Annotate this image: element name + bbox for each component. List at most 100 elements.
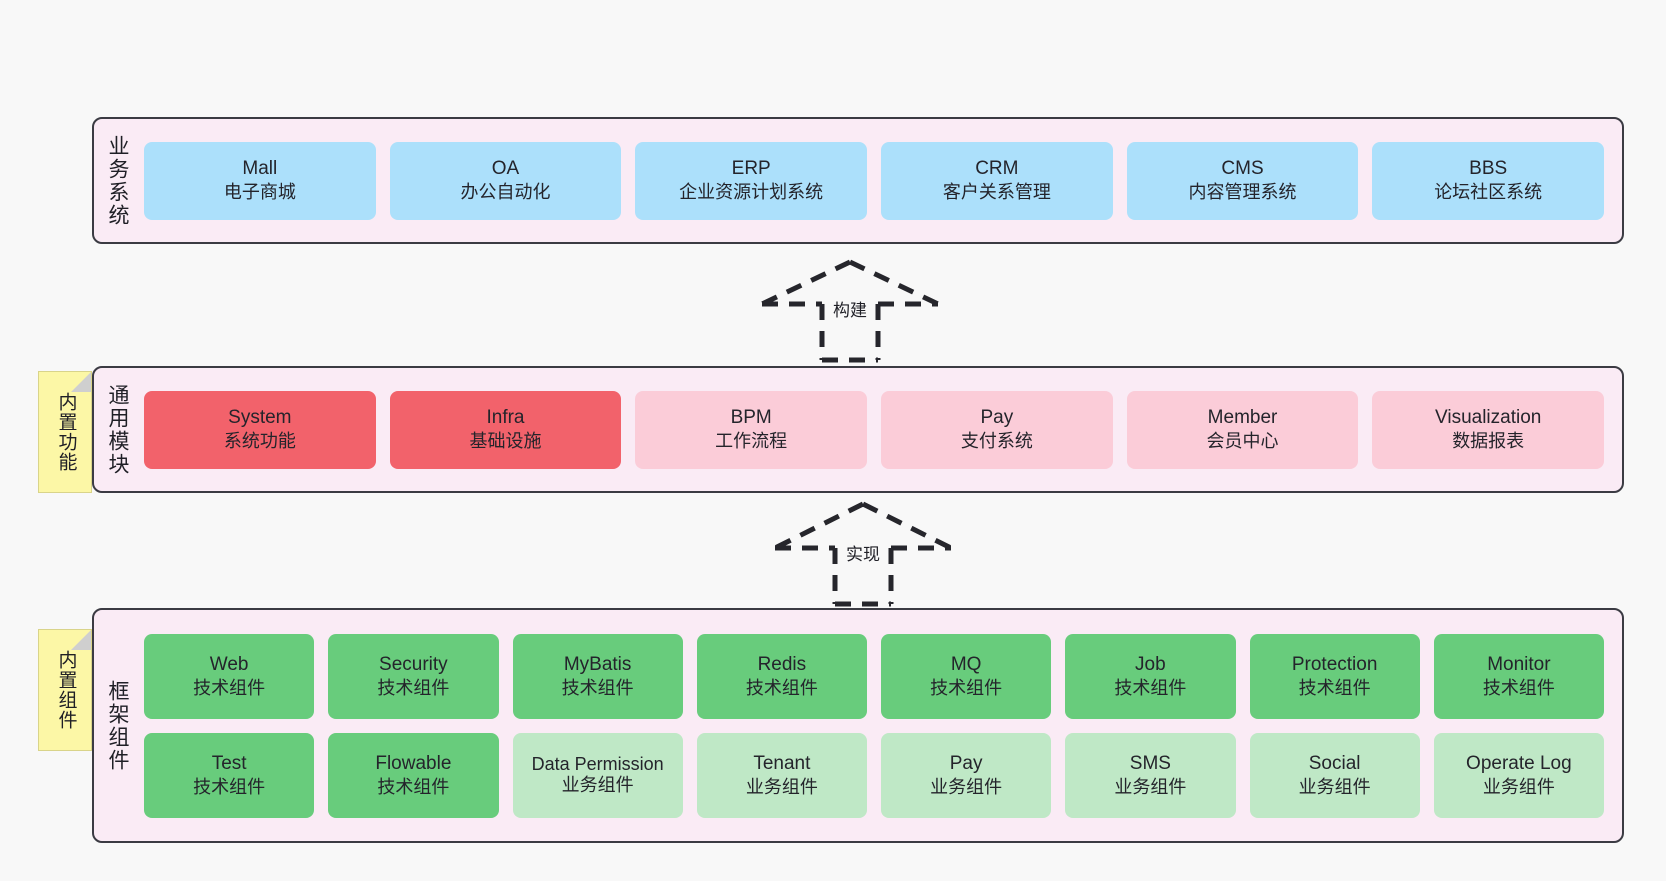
arrow-build: 构建 bbox=[760, 256, 940, 366]
card-data-permission[interactable]: Data Permission 业务组件 bbox=[512, 732, 683, 818]
card-subtitle: 工作流程 bbox=[715, 431, 788, 452]
card-sms[interactable]: SMS 业务组件 bbox=[1065, 732, 1236, 818]
card-member[interactable]: Member 会员中心 bbox=[1126, 390, 1359, 469]
layer-business-systems: 业务系统 Mall 电子商城 OA 办公自动化 ERP 企业资源计划系统 CRM… bbox=[92, 117, 1624, 244]
card-title: Pay bbox=[949, 752, 983, 774]
card-bbs[interactable]: BBS 论坛社区系统 bbox=[1372, 141, 1605, 220]
note-label: 内置功能 bbox=[55, 392, 77, 472]
card-title: Operate Log bbox=[1466, 752, 1572, 774]
card-redis[interactable]: Redis 技术组件 bbox=[696, 633, 867, 719]
card-title: SMS bbox=[1129, 752, 1171, 774]
card-subtitle: 技术组件 bbox=[1298, 677, 1371, 698]
card-subtitle: 办公自动化 bbox=[460, 182, 551, 203]
note-builtin-components: 内置组件 bbox=[38, 629, 92, 751]
card-subtitle: 系统功能 bbox=[223, 431, 296, 452]
card-operate-log[interactable]: Operate Log 业务组件 bbox=[1433, 732, 1604, 818]
card-subtitle: 技术组件 bbox=[193, 677, 266, 698]
card-title: Job bbox=[1135, 653, 1166, 675]
generalization-arrow-icon bbox=[760, 259, 940, 363]
framework-card-row-business: Test 技术组件 Flowable 技术组件 Data Permission … bbox=[144, 732, 1604, 818]
card-job[interactable]: Job 技术组件 bbox=[1065, 633, 1236, 719]
card-subtitle: 技术组件 bbox=[193, 776, 266, 797]
card-visualization[interactable]: Visualization 数据报表 bbox=[1372, 390, 1605, 469]
card-erp[interactable]: ERP 企业资源计划系统 bbox=[635, 141, 868, 220]
card-subtitle: 数据报表 bbox=[1452, 431, 1525, 452]
card-subtitle: 业务组件 bbox=[1114, 776, 1187, 797]
card-title: Web bbox=[209, 653, 249, 675]
card-title: CRM bbox=[975, 158, 1019, 180]
card-title: Protection bbox=[1291, 653, 1378, 675]
card-tenant[interactable]: Tenant 业务组件 bbox=[696, 732, 867, 818]
note-builtin-functions: 内置功能 bbox=[38, 371, 92, 493]
card-title: Visualization bbox=[1435, 407, 1542, 429]
card-social[interactable]: Social 业务组件 bbox=[1249, 732, 1420, 818]
card-subtitle: 内容管理系统 bbox=[1188, 182, 1297, 203]
card-title: BBS bbox=[1469, 158, 1508, 180]
framework-card-row-technical: Web 技术组件 Security 技术组件 MyBatis 技术组件 Redi… bbox=[144, 633, 1604, 719]
card-title: MQ bbox=[950, 653, 982, 675]
card-title: BPM bbox=[730, 407, 772, 429]
card-protection[interactable]: Protection 技术组件 bbox=[1249, 633, 1420, 719]
card-subtitle: 电子商城 bbox=[223, 182, 296, 203]
card-infra[interactable]: Infra 基础设施 bbox=[389, 390, 622, 469]
card-subtitle: 技术组件 bbox=[377, 677, 450, 698]
card-web[interactable]: Web 技术组件 bbox=[144, 633, 315, 719]
card-subtitle: 支付系统 bbox=[960, 431, 1033, 452]
card-subtitle: 业务组件 bbox=[1482, 776, 1555, 797]
layer-framework-components: 框架组件 Web 技术组件 Security 技术组件 MyBatis 技术组件… bbox=[92, 608, 1624, 843]
card-title: Redis bbox=[757, 653, 807, 675]
framework-cards-area: Web 技术组件 Security 技术组件 MyBatis 技术组件 Redi… bbox=[140, 610, 1622, 841]
business-cards-area: Mall 电子商城 OA 办公自动化 ERP 企业资源计划系统 CRM 客户关系… bbox=[140, 119, 1622, 242]
card-mq[interactable]: MQ 技术组件 bbox=[881, 633, 1052, 719]
business-card-row: Mall 电子商城 OA 办公自动化 ERP 企业资源计划系统 CRM 客户关系… bbox=[144, 141, 1605, 220]
card-subtitle: 技术组件 bbox=[1114, 677, 1187, 698]
card-subtitle: 业务组件 bbox=[930, 776, 1003, 797]
card-title: System bbox=[228, 407, 292, 429]
card-subtitle: 技术组件 bbox=[930, 677, 1003, 698]
card-bpm[interactable]: BPM 工作流程 bbox=[635, 390, 868, 469]
note-label: 内置组件 bbox=[55, 650, 77, 730]
card-subtitle: 技术组件 bbox=[377, 776, 450, 797]
card-subtitle: 客户关系管理 bbox=[942, 182, 1051, 203]
card-subtitle: 业务组件 bbox=[745, 776, 818, 797]
card-title: Pay bbox=[980, 407, 1014, 429]
card-title: Data Permission bbox=[531, 753, 664, 774]
card-subtitle: 技术组件 bbox=[745, 677, 818, 698]
card-cms[interactable]: CMS 内容管理系统 bbox=[1126, 141, 1359, 220]
card-test[interactable]: Test 技术组件 bbox=[144, 732, 315, 818]
card-subtitle: 技术组件 bbox=[1482, 677, 1555, 698]
card-subtitle: 技术组件 bbox=[561, 677, 634, 698]
arrow-build-label: 构建 bbox=[830, 296, 870, 321]
card-oa[interactable]: OA 办公自动化 bbox=[389, 141, 622, 220]
card-flowable[interactable]: Flowable 技术组件 bbox=[328, 732, 499, 818]
card-title: Infra bbox=[486, 407, 525, 429]
card-title: CMS bbox=[1221, 158, 1264, 180]
card-mall[interactable]: Mall 电子商城 bbox=[144, 141, 376, 220]
arrow-realize-label: 实现 bbox=[843, 540, 883, 565]
card-pay-module[interactable]: Pay 支付系统 bbox=[881, 390, 1113, 469]
layer-title-framework-components: 框架组件 bbox=[106, 679, 130, 772]
card-subtitle: 基础设施 bbox=[469, 431, 542, 452]
layer-title-business-systems: 业务系统 bbox=[106, 134, 130, 227]
card-title: MyBatis bbox=[563, 653, 632, 675]
card-monitor[interactable]: Monitor 技术组件 bbox=[1433, 633, 1604, 719]
card-subtitle: 论坛社区系统 bbox=[1434, 182, 1543, 203]
card-title: Mall bbox=[242, 158, 278, 180]
card-subtitle: 业务组件 bbox=[1298, 776, 1371, 797]
card-title: Social bbox=[1308, 752, 1361, 774]
card-security[interactable]: Security 技术组件 bbox=[328, 633, 499, 719]
card-title: Test bbox=[211, 752, 247, 774]
card-title: Monitor bbox=[1487, 653, 1551, 675]
card-crm[interactable]: CRM 客户关系管理 bbox=[881, 141, 1113, 220]
card-mybatis[interactable]: MyBatis 技术组件 bbox=[512, 633, 683, 719]
modules-card-row: System 系统功能 Infra 基础设施 BPM 工作流程 Pay 支付系统… bbox=[144, 390, 1605, 469]
generalization-arrow-icon bbox=[773, 501, 953, 607]
card-subtitle: 会员中心 bbox=[1206, 431, 1279, 452]
card-system[interactable]: System 系统功能 bbox=[144, 390, 376, 469]
card-title: Security bbox=[379, 653, 448, 675]
arrow-realize: 实现 bbox=[773, 498, 953, 610]
card-pay-component[interactable]: Pay 业务组件 bbox=[881, 732, 1052, 818]
layer-title-common-modules: 通用模块 bbox=[106, 383, 130, 476]
card-title: Member bbox=[1207, 407, 1278, 429]
